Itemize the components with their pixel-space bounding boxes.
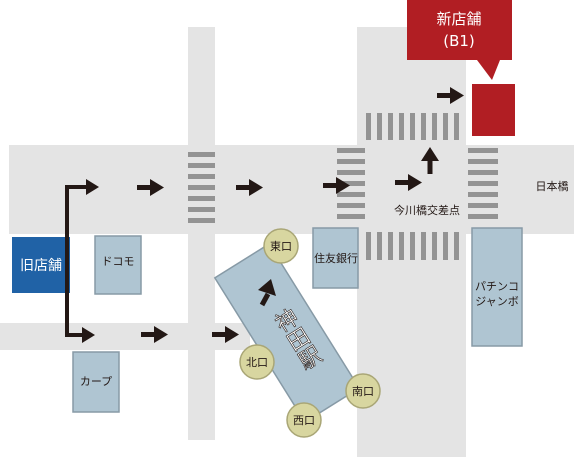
crosswalk-east — [468, 148, 498, 219]
crosswalk-north — [366, 113, 459, 140]
west-exit-circle — [286, 402, 322, 438]
docomo-building — [94, 235, 142, 295]
road-vertical-left — [188, 27, 215, 440]
north-exit-circle — [239, 344, 275, 380]
upper-road-arrows — [137, 174, 422, 196]
south-exit-circle — [345, 373, 381, 409]
intersection-label: 今川橋交差点 — [394, 203, 460, 217]
buildings — [72, 227, 523, 424]
nihonbashi-label: 日本橋 — [536, 179, 569, 193]
west-exit-label: 西口 — [293, 414, 315, 427]
carp-building — [72, 351, 120, 413]
crosswalk-south — [366, 232, 459, 260]
route-branch-line — [65, 185, 88, 337]
arrow-to-new-store — [437, 87, 464, 104]
old-store-label: 旧店舗 — [20, 258, 62, 274]
sumitomo-label: 住友銀行 — [314, 251, 358, 265]
new-store-box — [472, 84, 515, 136]
arrow-station — [258, 279, 276, 307]
pachinko-label-line2: ジャンボ — [475, 295, 518, 308]
new-store-callout — [407, 0, 512, 80]
pachinko-label-line1: パチンコ — [475, 280, 519, 293]
south-exit-label: 南口 — [352, 385, 374, 398]
new-store — [407, 0, 515, 136]
crosswalks — [188, 113, 498, 260]
arrow-up-intersection — [421, 147, 439, 174]
lower-road-arrows — [141, 326, 239, 343]
crosswalk-left — [188, 152, 215, 223]
pachinko-building — [471, 227, 523, 347]
east-exit-label: 東口 — [270, 240, 292, 253]
crosswalk-west — [337, 148, 365, 219]
new-store-label-line1: 新店舗 — [436, 10, 481, 28]
arrow-lower-start — [82, 327, 95, 343]
north-exit-label: 北口 — [246, 356, 268, 369]
old-store-box — [12, 237, 70, 293]
sumitomo-building — [312, 227, 359, 289]
new-store-label-line2: (B1) — [443, 32, 475, 50]
station-exits — [239, 228, 381, 438]
east-exit-circle — [263, 228, 299, 264]
carp-label: カープ — [80, 375, 112, 388]
docomo-label: ドコモ — [102, 255, 135, 268]
arrow-upper-start — [86, 179, 99, 195]
route-arrows — [65, 87, 464, 343]
